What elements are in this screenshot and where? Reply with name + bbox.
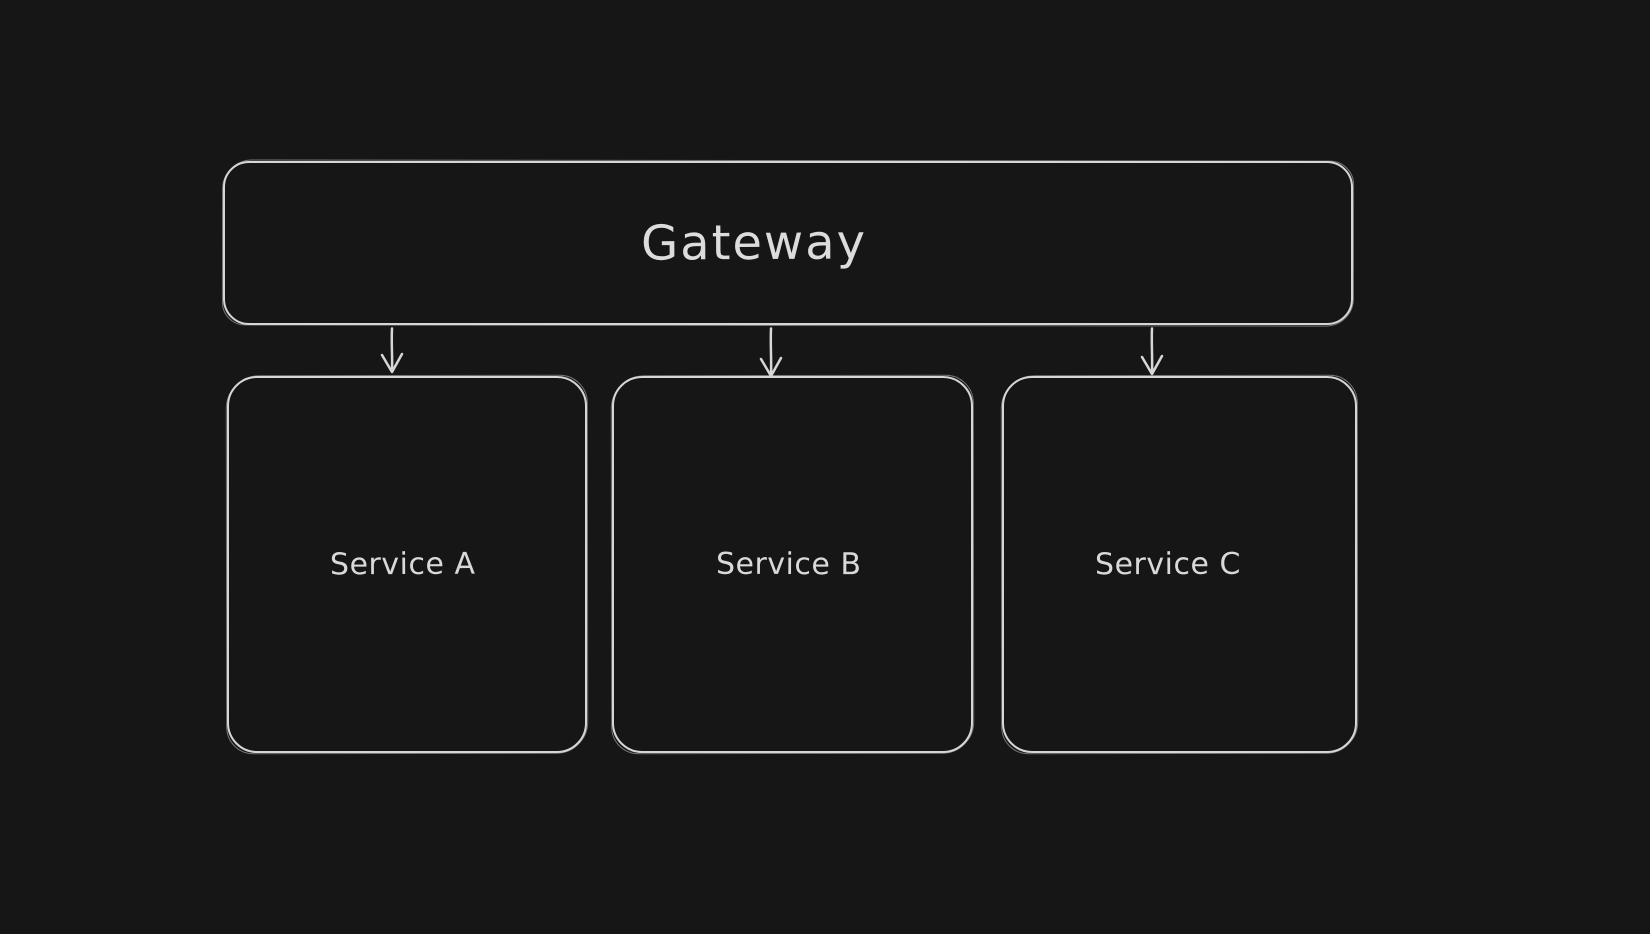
arrow-gateway-to-service-a-icon[interactable] [380, 327, 404, 374]
arrow-gateway-to-service-b-icon[interactable] [759, 327, 783, 378]
service-b-node[interactable]: Service B [612, 376, 973, 753]
gateway-node[interactable]: Gateway [223, 161, 1353, 325]
arrow-gateway-to-service-c-icon[interactable] [1140, 327, 1164, 376]
service-a-node[interactable]: Service A [227, 376, 587, 753]
service-c-node[interactable]: Service C [1002, 376, 1357, 753]
